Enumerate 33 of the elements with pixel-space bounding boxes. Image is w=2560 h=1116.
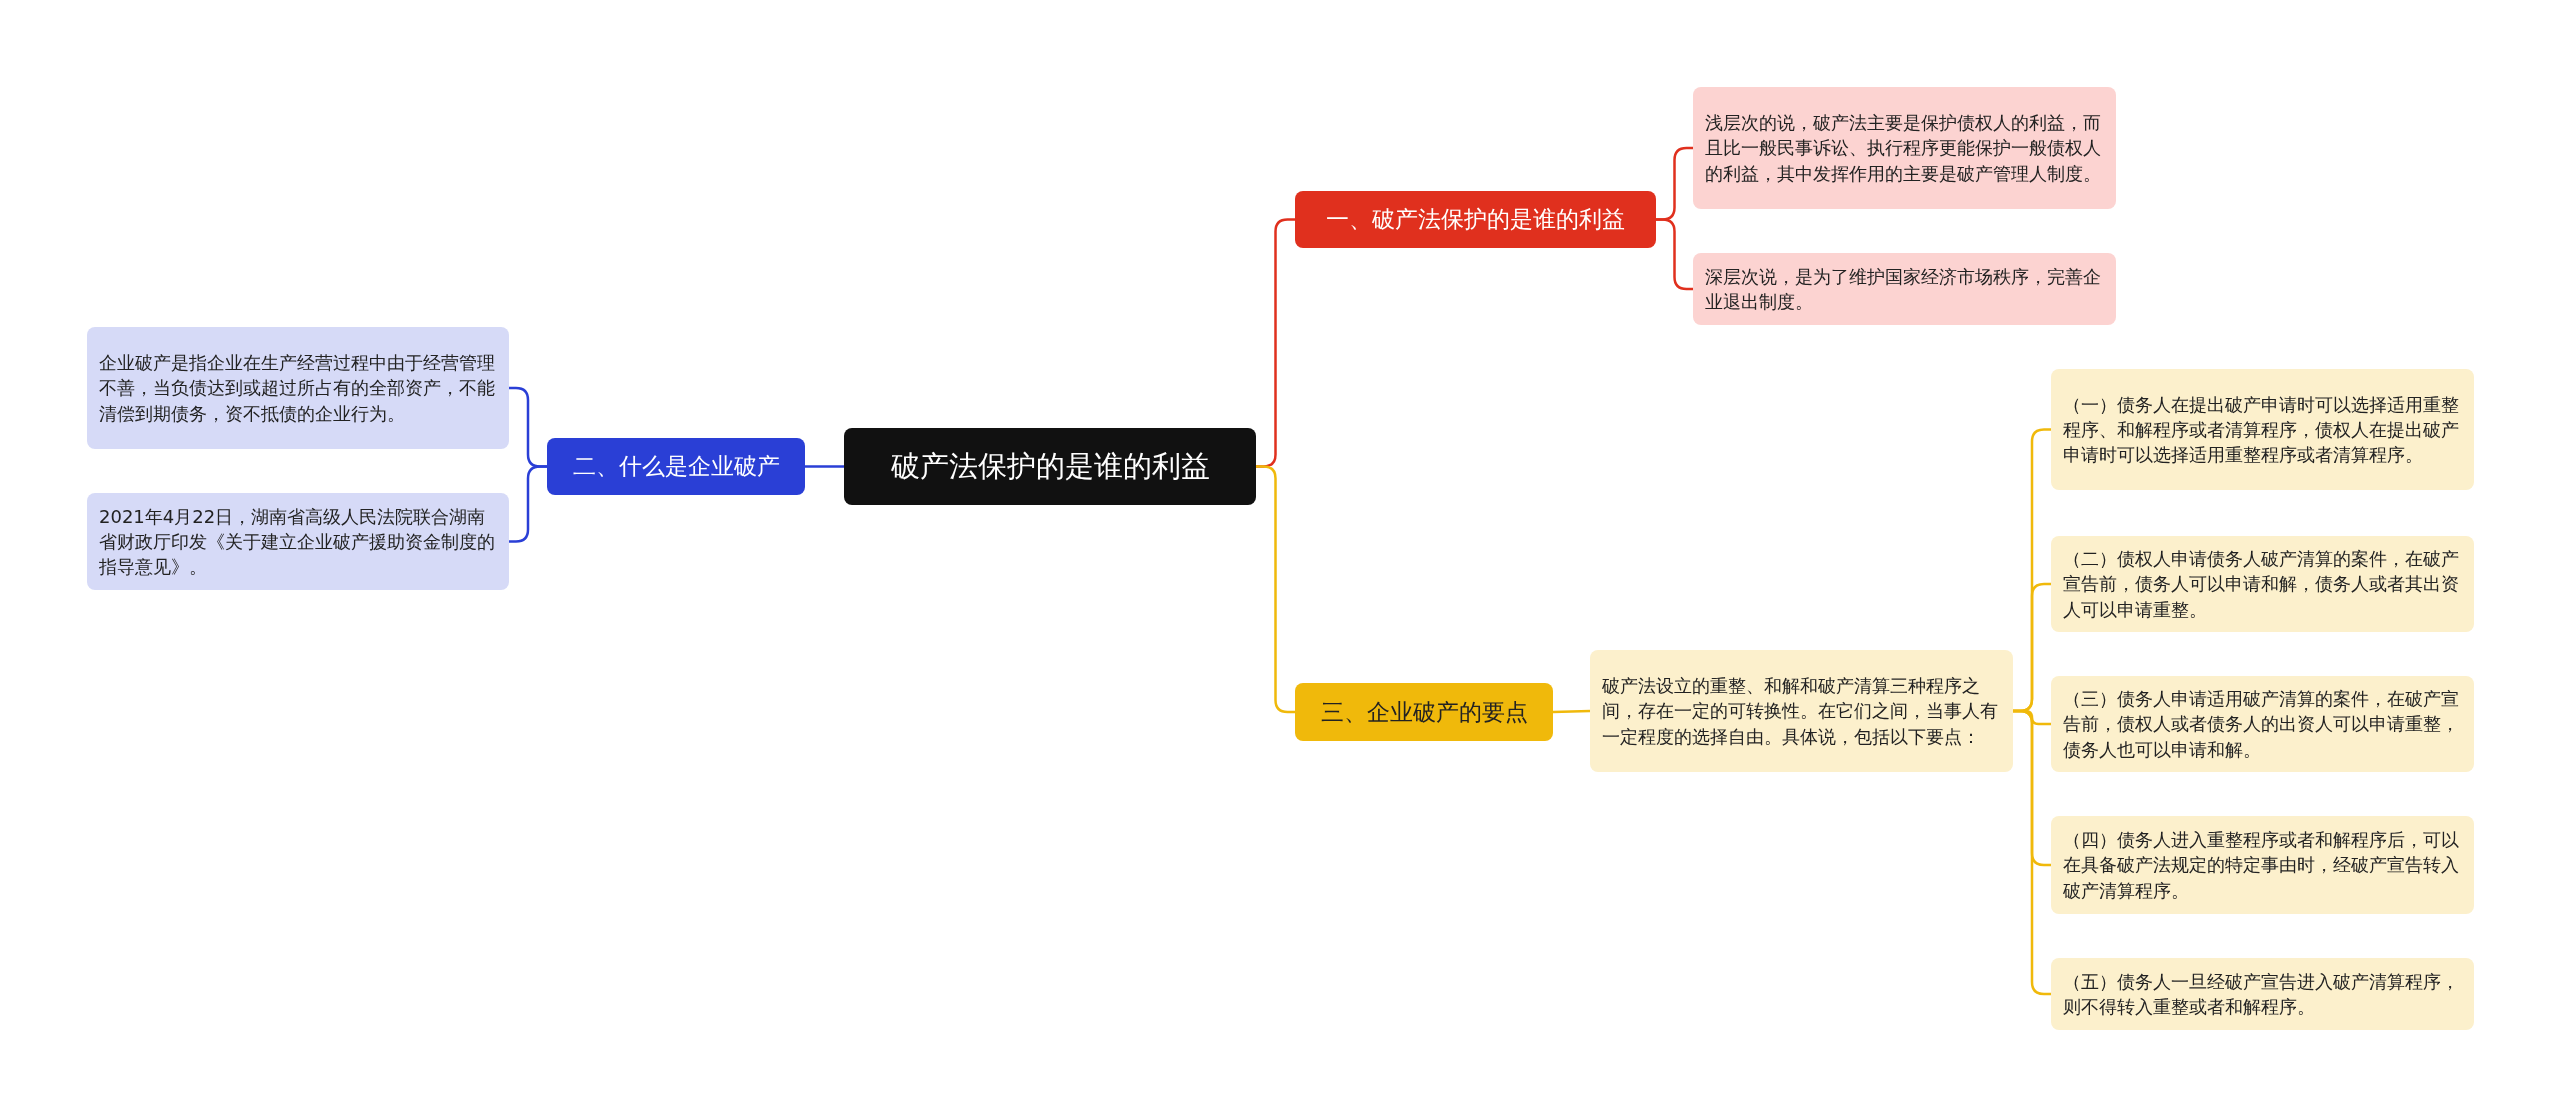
subtopic-card	[1590, 650, 2013, 772]
subtopic-text: 破产法设立的重整、和解和破产清算三种程序之间，存在一定的可转换性。在它们之间，当事人有一定程度的选择自由。具体说，包括以下要点：	[1602, 674, 1999, 749]
subtopic-card	[2051, 816, 2474, 914]
subtopic-card	[87, 493, 509, 590]
subtopic-card	[2051, 369, 2474, 490]
subtopic-card	[2051, 536, 2474, 632]
subtopic-text: 浅层次的说，破产法主要是保护债权人的利益，而且比一般民事诉讼、执行程序更能保护一般债权人的利益，其中发挥作用的主要是破产管理人制度。	[1705, 111, 2102, 186]
connector-line	[509, 465, 547, 543]
topic-title: 一、破产法保护的是谁的利益	[1326, 205, 1625, 235]
subtopic-text: （五）债务人一旦经破产宣告进入破产清算程序，则不得转入重整或者和解程序。	[2063, 969, 2460, 1019]
subtopic-text: （一）债务人在提出破产申请时可以选择适用重整程序、和解程序或者清算程序，债权人在提出破产申请时可以选择适用重整程序或者清算程序。	[2063, 392, 2460, 468]
subtopic-text: （二）债权人申请债务人破产清算的案件，在破产宣告前，债务人可以申请和解，债务人或者其出资人可以申请重整。	[2063, 547, 2460, 622]
topic-title: 三、企业破产的要点	[1320, 697, 1528, 727]
branch-topic	[547, 438, 805, 495]
connector-line	[2013, 709, 2051, 996]
subtopic-card	[1693, 253, 2116, 325]
subtopic-text: 2021年4月22日，湖南省高级人民法院联合湖南省财政厅印发《关于建立企业破产援助资金制度的指导意见》。	[99, 504, 496, 580]
topic-title: 二、什么是企业破产	[572, 452, 780, 482]
connector-line	[1656, 218, 1693, 291]
subtopic-text: （四）债务人进入重整程序或者和解程序后，可以在具备破产法规定的特定事由时，经破产宣告转入破产清算程序。	[2063, 828, 2460, 903]
subtopic-text: 企业破产是指企业在生产经营过程中由于经营管理不善，当负债达到或超过所占有的全部资产，不能清偿到期债务，资不抵债的企业行为。	[99, 351, 496, 426]
subtopic-card	[2051, 958, 2474, 1030]
subtopic-card	[2051, 676, 2474, 772]
central-topic	[844, 428, 1256, 505]
subtopic-card	[87, 327, 509, 449]
subtopic-text: （三）债务人申请适用破产清算的案件，在破产宣告前，债权人或者债务人的出资人可以申请重整，债务人也可以申请和解。	[2063, 687, 2460, 762]
subtopic-card	[1693, 87, 2116, 209]
topic-title: 破产法保护的是谁的利益	[890, 448, 1210, 486]
subtopic-text: 深层次说，是为了维护国家经济市场秩序，完善企业退出制度。	[1705, 264, 2102, 314]
connector-line	[805, 465, 844, 468]
connector-line	[1552, 709, 1591, 714]
branch-topic	[1295, 683, 1553, 741]
branch-topic	[1295, 191, 1656, 248]
